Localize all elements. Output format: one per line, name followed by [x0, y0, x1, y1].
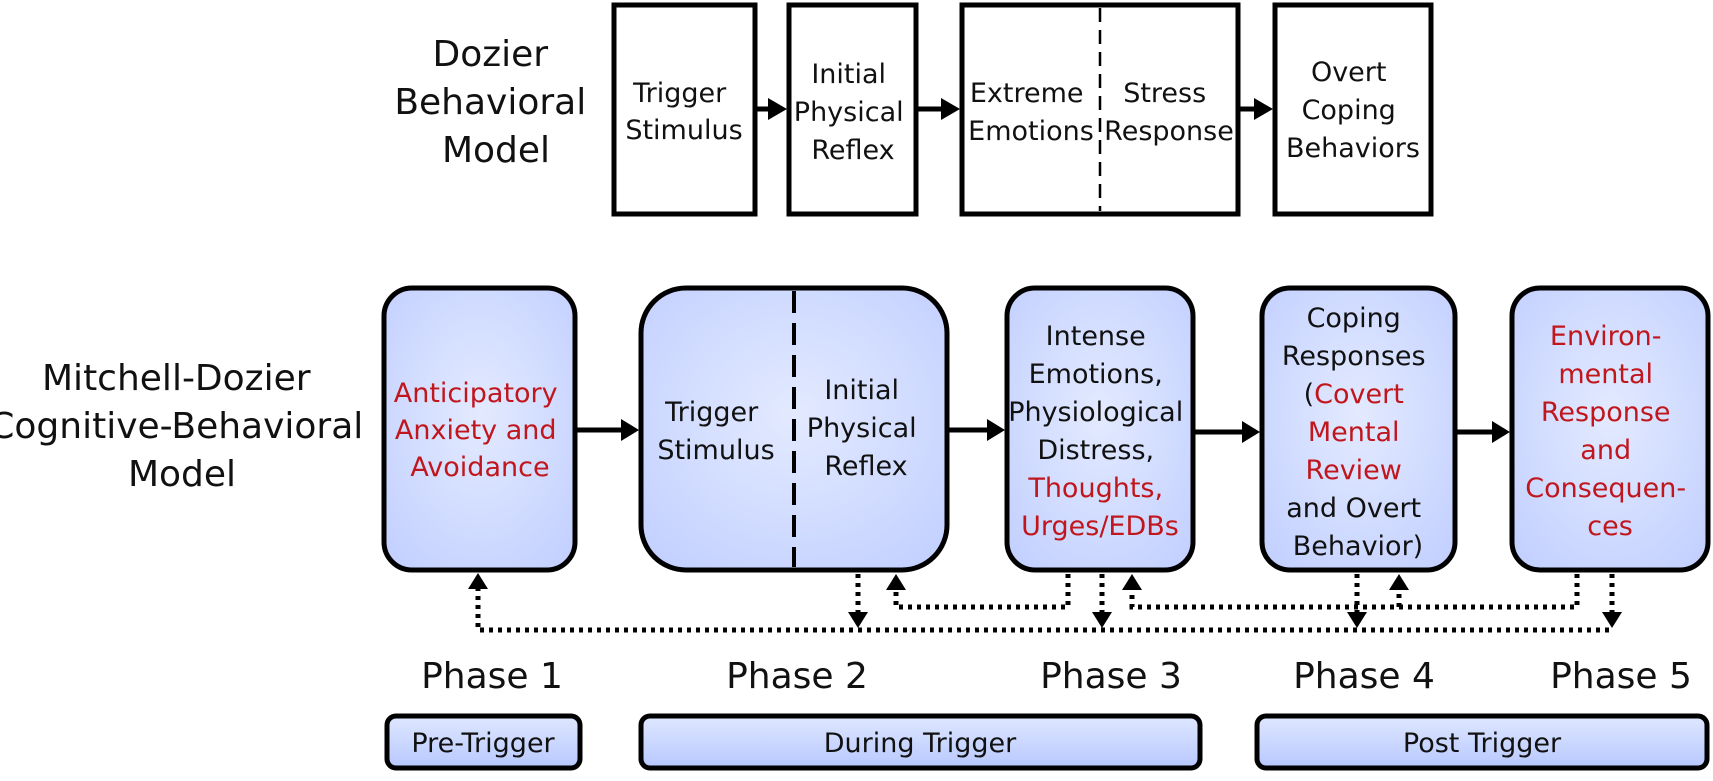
svg-text:Intense Emotions,: Intense Emotions, Physiological Distress…: [1008, 321, 1192, 542]
svg-text:Initial Physical R: Initial Physical Reflex: [807, 375, 925, 482]
svg-text:Extreme Emotions: Extreme Emotions: [968, 78, 1094, 147]
svg-text:Coping Responses (: Coping Responses (Covert Mental Review a…: [1282, 303, 1434, 562]
svg-text:Anticipatory Anxiety and: Anticipatory Anxiety and Avoidance: [394, 378, 566, 483]
mitchell-arrow-4-5: [1457, 421, 1510, 443]
period-bar-post-trigger: Post Trigger: [1254, 713, 1710, 771]
svg-text:Pre-Trigger: Pre-Trigger: [411, 728, 555, 759]
svg-text:Trigger Stimulus: Trigger Stimulus: [657, 397, 774, 466]
svg-text:Environ- mental Re: Environ- mental Response and Consequen- …: [1525, 321, 1694, 542]
mitchell-arrow-1-2: [577, 419, 639, 441]
svg-text:Initial Physical R: Initial Physical Reflex: [794, 59, 912, 166]
period-bar-during-trigger: During Trigger: [638, 713, 1203, 771]
phase-labels: Phase 1 Phase 2 Phase 3 Phase 4 Phase 5: [421, 656, 1692, 697]
phase4-box-coping-responses: Coping Responses (Covert Mental Review a…: [1259, 285, 1458, 573]
svg-text:Overt Coping Behav: Overt Coping Behaviors: [1286, 57, 1420, 164]
dozier-arrow-2: [918, 98, 960, 120]
period-bar-pre-trigger: Pre-Trigger: [384, 713, 583, 771]
mitchell-arrow-2-3: [949, 419, 1005, 441]
dozier-box-overt-coping-behaviors: Overt Coping Behaviors: [1272, 2, 1434, 217]
phase3-box-intense-emotions: Intense Emotions, Physiological Distress…: [1004, 285, 1196, 573]
dozier-arrow-3: [1240, 98, 1273, 120]
dozier-box-initial-physical-reflex: Initial Physical Reflex: [786, 2, 919, 217]
phase-label-1: Phase 1: [421, 656, 563, 697]
svg-text:Post Trigger: Post Trigger: [1403, 728, 1562, 759]
svg-text:During Trigger: During Trigger: [824, 728, 1017, 759]
phase5-box-environmental-response: Environ- mental Response and Consequen- …: [1509, 285, 1711, 573]
svg-text:Trigger Stimulus: Trigger Stimulus: [625, 78, 742, 146]
mitchell-arrow-3-4: [1195, 421, 1260, 443]
phase-label-3: Phase 3: [1040, 656, 1182, 697]
feedback-arrowheads: [468, 573, 1622, 628]
phase1-box-anticipatory-anxiety: Anticipatory Anxiety and Avoidance: [381, 285, 578, 573]
svg-text:Stress Response: Stress Response: [1104, 78, 1234, 147]
dozier-box-emotions-stress: Extreme Emotions Stress Response: [959, 2, 1241, 217]
phase2-box-trigger-reflex: Trigger Stimulus Initial Physical Reflex: [638, 285, 950, 573]
phase-label-5: Phase 5: [1550, 656, 1692, 697]
dozier-box-trigger-stimulus: Trigger Stimulus: [611, 2, 758, 217]
phase-label-2: Phase 2: [726, 656, 868, 697]
mitchell-model-title: Mitchell-Dozier Cognitive-Behavioral Mod…: [0, 358, 375, 495]
phase-label-4: Phase 4: [1293, 656, 1435, 697]
dozier-model-title: Dozier Behavioral Model: [394, 34, 597, 171]
dozier-arrow-1: [757, 98, 787, 120]
feedback-arrows: [475, 574, 1615, 633]
